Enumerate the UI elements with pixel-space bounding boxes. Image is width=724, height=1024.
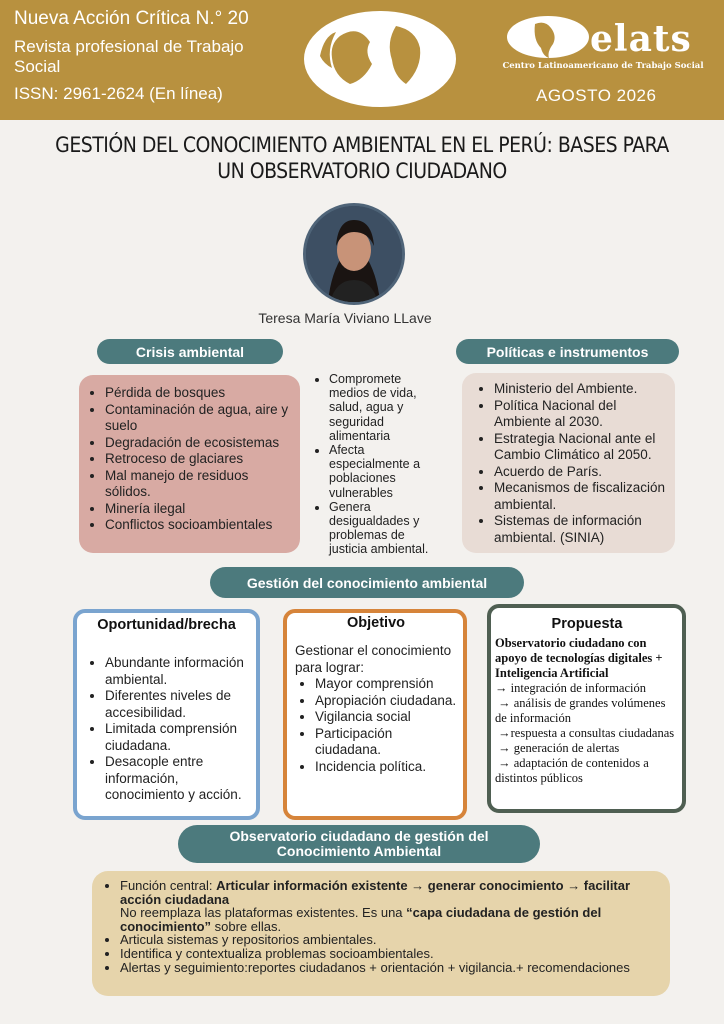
propuesta-card: Propuesta Observatorio ciudadano con apo… (487, 604, 686, 813)
impact-item: Genera desigualdades y problemas de just… (329, 500, 443, 557)
observatorio-box: Función central: Articular información e… (92, 871, 670, 996)
observatorio-item: Identifica y contextualiza problemas soc… (120, 947, 660, 961)
function-cont-a: No reemplaza las plataformas existentes.… (120, 905, 407, 921)
observatorio-function-item: Función central: Articular información e… (120, 879, 660, 933)
impacts-box: Compromete medios de vida, salud, agua y… (309, 372, 443, 560)
observatorio-item: Articula sistemas y repositorios ambient… (120, 933, 660, 947)
propuesta-lead: Observatorio ciudadano con apoyo de tecn… (495, 636, 663, 680)
crisis-item: Mal manejo de residuos sólidos. (105, 468, 290, 501)
crisis-item: Conflictos socioambientales (105, 517, 290, 534)
impact-item: Afecta especialmente a poblaciones vulne… (329, 443, 443, 500)
propuesta-heading: Propuesta (551, 616, 623, 632)
policies-box: Ministerio del Ambiente.Política Naciona… (462, 373, 675, 553)
observatorio-list: Función central: Articular información e… (98, 879, 660, 974)
oportunidad-item: Abundante información ambiental. (105, 655, 250, 688)
oportunidad-item: Desacople entre información, conocimient… (105, 754, 250, 804)
objetivo-item: Incidencia política. (315, 759, 457, 776)
crisis-item: Degradación de ecosistemas (105, 435, 290, 452)
oportunidad-item: Diferentes niveles de accesibilidad. (105, 688, 250, 721)
issn: ISSN: 2961-2624 (En línea) (14, 84, 223, 103)
crisis-item: Pérdida de bosques (105, 385, 290, 402)
objetivo-item: Apropiación ciudadana. (315, 693, 457, 710)
crisis-item: Retroceso de glaciares (105, 451, 290, 468)
oportunidad-list: Abundante información ambiental.Diferent… (83, 655, 250, 804)
observatorio-pill-line2: Conocimiento Ambiental (276, 843, 442, 859)
objetivo-intro: Gestionar el conocimiento para lograr: (295, 643, 452, 675)
latin-america-map-icon (507, 16, 589, 58)
objetivo-item: Participación ciudadana. (315, 726, 457, 759)
policy-item: Mecanismos de fiscalización ambiental. (494, 480, 667, 513)
policies-list: Ministerio del Ambiente.Política Naciona… (472, 381, 667, 546)
oportunidad-heading: Oportunidad/brecha (97, 617, 236, 633)
propuesta-line: → integración de información (495, 681, 646, 695)
policy-item: Política Nacional del Ambiente al 2030. (494, 398, 667, 431)
brand-name: elats (590, 18, 692, 60)
crisis-pill: Crisis ambiental (97, 339, 283, 364)
observatorio-item: Alertas y seguimiento:reportes ciudadano… (120, 960, 660, 975)
journal-title: Nueva Acción Crítica N.° 20 (14, 8, 249, 29)
propuesta-lines: → integración de información → análisis … (495, 681, 679, 786)
propuesta-line: →respuesta a consultas ciudadanas (495, 726, 675, 740)
propuesta-line: → análisis de grandes volúmenes de infor… (495, 696, 669, 725)
objetivo-item: Vigilancia social (315, 709, 457, 726)
propuesta-line: → adaptación de contenidos a distintos p… (495, 756, 652, 785)
impacts-list: Compromete medios de vida, salud, agua y… (309, 372, 443, 557)
observatorio-pill-line1: Observatorio ciudadano de gestión del (229, 828, 489, 844)
policy-item: Estrategia Nacional ante el Cambio Climá… (494, 431, 667, 464)
author-avatar (303, 203, 405, 305)
objetivo-list: Mayor comprensiónApropiación ciudadana.V… (295, 676, 457, 775)
policy-item: Sistemas de información ambiental. (SINI… (494, 513, 667, 546)
brand-full-name: Centro Latinoamericano de Trabajo Social (502, 61, 704, 71)
policies-pill: Políticas e instrumentos (456, 339, 679, 364)
impact-item: Compromete medios de vida, salud, agua y… (329, 372, 443, 443)
crisis-item: Minería ilegal (105, 501, 290, 518)
objetivo-card: Objetivo Gestionar el conocimiento para … (283, 609, 467, 820)
objetivo-item: Mayor comprensión (315, 676, 457, 693)
gestion-pill: Gestión del conocimiento ambiental (210, 567, 524, 598)
policy-item: Acuerdo de París. (494, 464, 667, 481)
oportunidad-card: Oportunidad/brecha Abundante información… (73, 609, 260, 820)
journal-subtitle: Revista profesional de Trabajo Social (14, 37, 244, 76)
oportunidad-item: Limitada comprensión ciudadana. (105, 721, 250, 754)
crisis-box: Pérdida de bosquesContaminación de agua,… (79, 375, 300, 553)
propuesta-line: → generación de alertas (495, 741, 620, 755)
function-bold: Articular información existente → genera… (120, 878, 631, 907)
function-cont-b: sobre ellas. (211, 918, 282, 934)
crisis-list: Pérdida de bosquesContaminación de agua,… (83, 385, 290, 534)
crisis-item: Contaminación de agua, aire y suelo (105, 402, 290, 435)
policy-item: Ministerio del Ambiente. (494, 381, 667, 398)
issue-date: AGOSTO 2026 (536, 86, 657, 105)
observatorio-pill: Observatorio ciudadano de gestión del Co… (178, 825, 540, 863)
objetivo-heading: Objetivo (346, 615, 405, 631)
author-name: Teresa María Viviano LLave (258, 310, 432, 326)
function-prefix: Función central: (120, 878, 217, 893)
faces-logo-icon (304, 11, 456, 107)
article-title: GESTIÓN DEL CONOCIMIENTO AMBIENTAL EN EL… (55, 133, 669, 183)
function-cont-bold: “capa ciudadana de gestión del conocimie… (120, 905, 602, 934)
